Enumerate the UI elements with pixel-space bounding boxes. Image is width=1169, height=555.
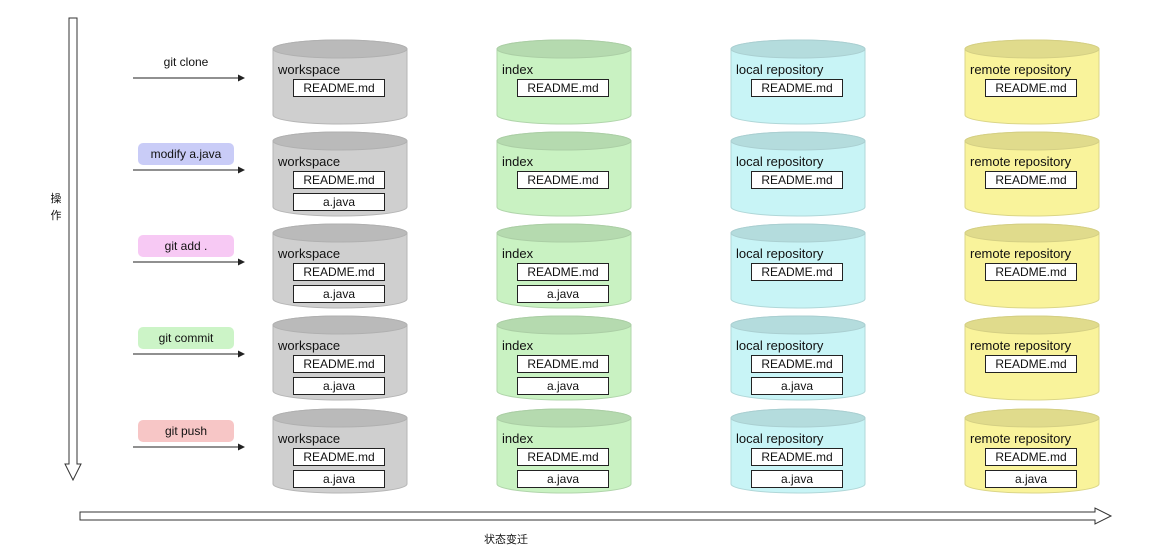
stage-title: index [502,338,534,353]
cylinder-cap [964,408,1100,428]
operation-label: git commit [138,327,234,349]
file-box: README.md [293,79,385,97]
cylinder-cap [496,408,632,428]
file-box: README.md [985,448,1077,466]
stage-title: workspace [278,246,341,261]
operation-label: git clone [163,55,209,69]
file-box: README.md [751,448,843,466]
file-box: a.java [517,285,609,303]
cylinder-cap [496,131,632,151]
file-box: README.md [751,263,843,281]
file-box: README.md [985,263,1077,281]
stage-title: remote repository [970,246,1072,261]
file-box: a.java [751,470,843,488]
stage-title: local repository [736,62,824,77]
cylinder-cap [496,315,632,335]
operation-arrow-head [238,166,245,174]
file-box: a.java [751,377,843,395]
stage-title: workspace [278,431,341,446]
cylinder-cap [496,39,632,59]
cylinder-cap [272,315,408,335]
file-box: README.md [985,355,1077,373]
file-box: README.md [293,355,385,373]
file-box: README.md [293,171,385,189]
operation-arrow-head [238,350,245,358]
operation-label: git add . [138,235,234,257]
vertical-axis-arrow [64,17,82,482]
cylinder-cap [272,39,408,59]
cylinder-cap [730,131,866,151]
operation-arrow-head [238,443,245,451]
vertical-axis-label: 操作 [50,192,62,222]
file-box: README.md [517,79,609,97]
file-box: README.md [985,79,1077,97]
cylinder-cap [964,131,1100,151]
cylinder-cap [272,131,408,151]
stage-title: index [502,431,534,446]
stage-title: remote repository [970,154,1072,169]
stage-title: workspace [278,62,341,77]
cylinder-cap [964,39,1100,59]
file-box: README.md [517,448,609,466]
file-box: README.md [517,171,609,189]
horizontal-axis-arrow [79,507,1113,525]
file-box: README.md [751,171,843,189]
stage-title: index [502,246,534,261]
stage-title: remote repository [970,338,1072,353]
stage-title: local repository [736,246,824,261]
stage-title: workspace [278,338,341,353]
cylinder-cap [730,315,866,335]
file-box: README.md [293,448,385,466]
cylinder-cap [964,223,1100,243]
horizontal-axis-label: 状态变迁 [484,533,528,546]
operation-arrow-head [238,74,245,82]
file-box: a.java [293,285,385,303]
stage-title: index [502,62,534,77]
cylinder-cap [272,223,408,243]
file-box: README.md [517,263,609,281]
stage-title: local repository [736,338,824,353]
cylinder-cap [730,408,866,428]
cylinder-cap [496,223,632,243]
operation-arrow-head [238,258,245,266]
file-box: a.java [517,470,609,488]
file-box: README.md [517,355,609,373]
stage-title: workspace [278,154,341,169]
file-box: a.java [293,193,385,211]
operation-label: modify a.java [138,143,234,165]
stage-title: local repository [736,431,824,446]
stage-title: remote repository [970,431,1072,446]
stage-title: remote repository [970,62,1072,77]
stage-title: index [502,154,534,169]
file-box: a.java [517,377,609,395]
file-box: README.md [751,355,843,373]
file-box: README.md [293,263,385,281]
operation-arrow-layer [133,74,245,451]
cylinder-cap [272,408,408,428]
stage-title: local repository [736,154,824,169]
file-box: a.java [293,470,385,488]
file-box: README.md [985,171,1077,189]
cylinder-cap [730,223,866,243]
operation-label: git push [138,420,234,442]
file-box: README.md [751,79,843,97]
file-box: a.java [985,470,1077,488]
cylinder-cap [964,315,1100,335]
file-box: a.java [293,377,385,395]
cylinder-layer [272,39,1100,494]
cylinder-cap [730,39,866,59]
